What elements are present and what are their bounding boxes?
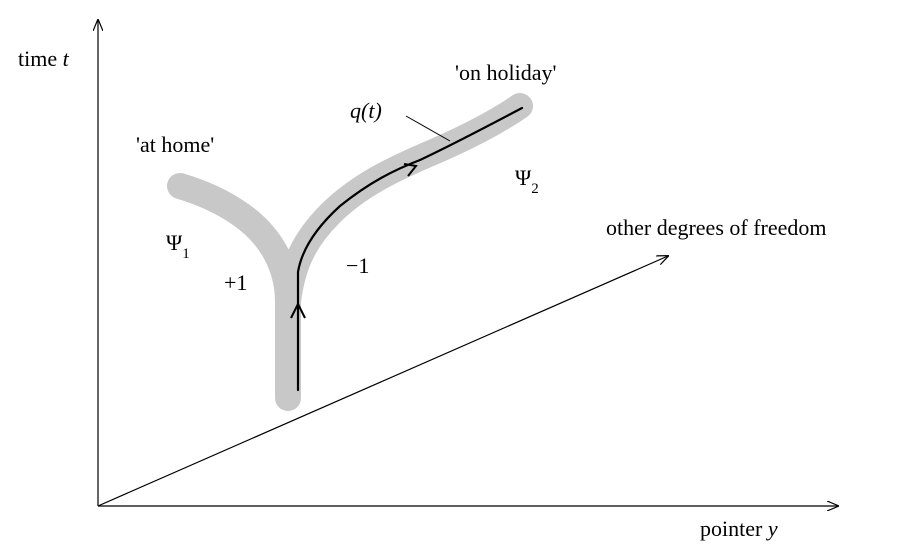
trajectory-label-leader	[405, 115, 451, 142]
trajectory-path	[296, 106, 524, 392]
other-dof-label: other degrees of freedom	[606, 215, 827, 240]
time-axis-label: time t	[18, 46, 70, 71]
psi2-label: Ψ2	[515, 165, 539, 197]
psi1-label: Ψ1	[166, 230, 190, 262]
trajectory-arrow-right	[403, 163, 418, 177]
other-dof-axis	[97, 256, 668, 507]
at-home-label: 'at home'	[136, 132, 214, 157]
psi2-branch	[275, 93, 533, 315]
pointer-axis-label: pointer y	[700, 516, 778, 541]
minus-one-label: −1	[346, 253, 369, 278]
on-holiday-label: 'on holiday'	[455, 60, 556, 85]
trajectory-label: q(t)	[350, 98, 382, 123]
wavepacket-branches	[167, 93, 533, 411]
trajectory-arrow-up	[290, 301, 306, 319]
plus-one-label: +1	[224, 270, 247, 295]
